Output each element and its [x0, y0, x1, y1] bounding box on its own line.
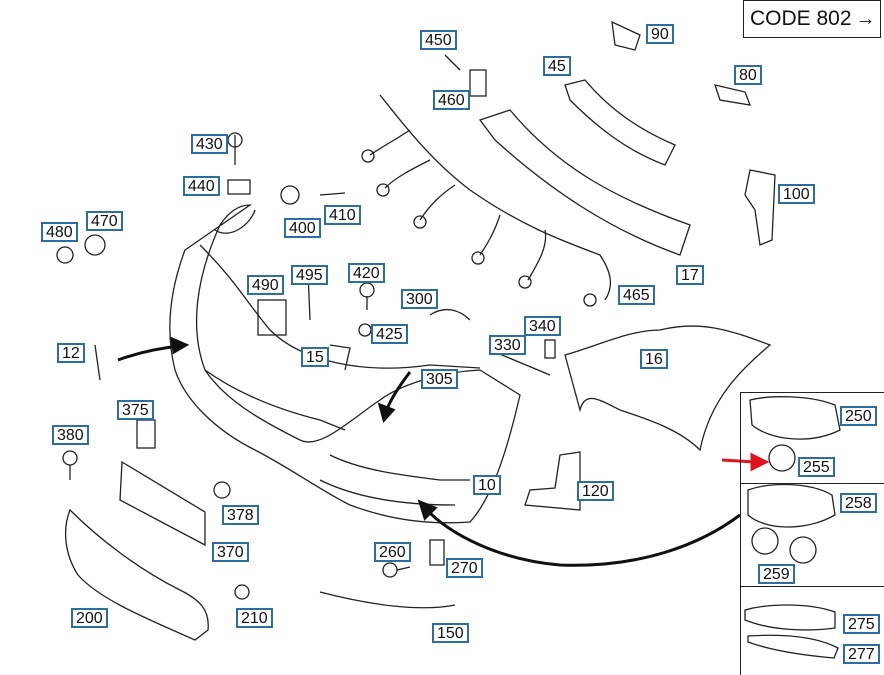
callout-340[interactable]: 340: [524, 316, 561, 336]
callout-420[interactable]: 420: [348, 263, 385, 283]
callout-380[interactable]: 380: [52, 425, 89, 445]
side-panel: [740, 392, 884, 675]
callout-16[interactable]: 16: [640, 349, 668, 369]
callout-305[interactable]: 305: [421, 369, 458, 389]
callout-259[interactable]: 259: [758, 564, 795, 584]
callout-378[interactable]: 378: [222, 505, 259, 525]
callout-370[interactable]: 370: [212, 542, 249, 562]
code-label: CODE 802: [750, 7, 852, 30]
lower-grille-drawing: [64, 508, 209, 641]
callout-400[interactable]: 400: [284, 218, 321, 238]
callout-450[interactable]: 450: [420, 30, 457, 50]
license-plate-drawing: [119, 460, 206, 547]
callout-440[interactable]: 440: [183, 176, 220, 196]
callout-120[interactable]: 120: [577, 481, 614, 501]
side-panel-divider: [740, 586, 884, 587]
callout-80[interactable]: 80: [734, 65, 762, 85]
wiring-harness-drawing: [379, 94, 612, 301]
side-panel-divider: [740, 483, 884, 484]
callout-45[interactable]: 45: [543, 56, 571, 76]
callout-210[interactable]: 210: [236, 608, 273, 628]
callout-250[interactable]: 250: [840, 406, 877, 426]
callout-460[interactable]: 460: [433, 90, 470, 110]
callout-480[interactable]: 480: [41, 222, 78, 242]
callout-100[interactable]: 100: [778, 184, 815, 204]
callout-150[interactable]: 150: [432, 623, 469, 643]
callout-375[interactable]: 375: [117, 400, 154, 420]
callout-90[interactable]: 90: [646, 24, 674, 44]
support-bracket-drawing: [478, 109, 691, 256]
callout-260[interactable]: 260: [374, 542, 411, 562]
bumper-cover-drawing: [169, 204, 521, 524]
callout-495[interactable]: 495: [291, 265, 328, 285]
callout-15[interactable]: 15: [301, 347, 329, 367]
callout-10[interactable]: 10: [473, 475, 501, 495]
callout-490[interactable]: 490: [247, 275, 284, 295]
code-label-box: CODE 802 →: [743, 0, 881, 38]
callout-275[interactable]: 275: [843, 614, 880, 634]
callout-465[interactable]: 465: [618, 285, 655, 305]
callout-330[interactable]: 330: [489, 335, 526, 355]
callout-12[interactable]: 12: [57, 343, 85, 363]
callout-17[interactable]: 17: [676, 265, 704, 285]
side-bracket-drawing: [564, 325, 772, 452]
callout-200[interactable]: 200: [71, 608, 108, 628]
callout-470[interactable]: 470: [86, 211, 123, 231]
callout-425[interactable]: 425: [371, 324, 408, 344]
callout-255[interactable]: 255: [798, 457, 835, 477]
callout-258[interactable]: 258: [840, 493, 877, 513]
callout-430[interactable]: 430: [191, 134, 228, 154]
callout-410[interactable]: 410: [324, 205, 361, 225]
callout-277[interactable]: 277: [843, 644, 880, 664]
callout-270[interactable]: 270: [446, 558, 483, 578]
callout-300[interactable]: 300: [401, 289, 438, 309]
arrow-right-icon: →: [855, 7, 876, 30]
